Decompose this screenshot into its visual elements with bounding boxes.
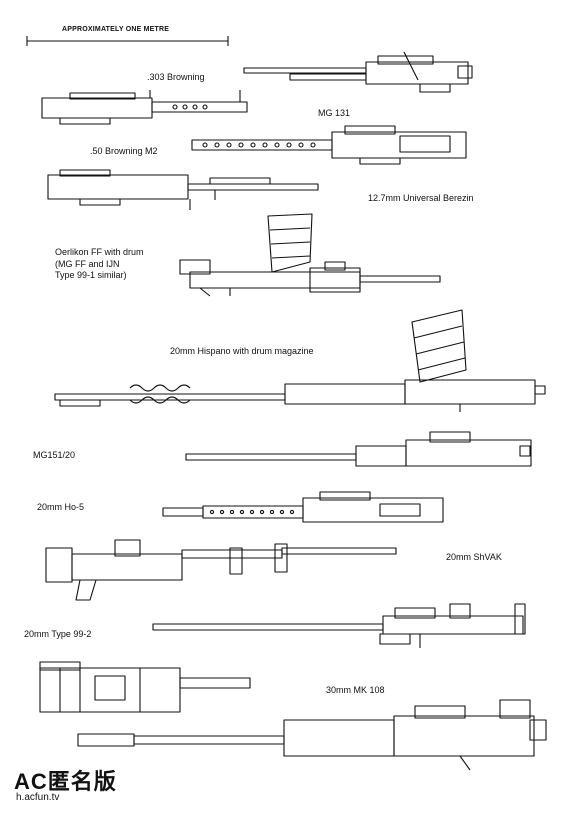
label-shvak: 20mm ShVAK	[446, 552, 502, 562]
scale-label: APPROXIMATELY ONE METRE	[62, 26, 170, 33]
303-browning-drawing	[41, 90, 248, 125]
label-oerlikon-note1: (MG FF and IJN	[55, 259, 120, 269]
label-mk108: 30mm MK 108	[326, 685, 385, 695]
label-type99-2: 20mm Type 99-2	[24, 629, 92, 639]
watermark-url: h.acfun.tv	[16, 792, 60, 803]
mg151-drawing	[185, 431, 532, 467]
mk108-upper-drawing	[39, 661, 251, 713]
mg131-drawing	[243, 51, 473, 93]
scale-bar	[26, 36, 229, 46]
label-303-browning: .303 Browning	[147, 72, 205, 82]
label-ho5: 20mm Ho-5	[37, 502, 85, 512]
ho5-drawing	[162, 491, 444, 523]
label-berezin: 12.7mm Universal Berezin	[368, 193, 474, 203]
oerlikon-ff-drawing	[179, 213, 441, 297]
label-hispano: 20mm Hispano with drum magazine	[170, 346, 314, 356]
label-mg131: MG 131	[318, 108, 351, 118]
label-oerlikon-note2: Type 99-1 similar)	[55, 270, 127, 280]
50-browning-drawing	[191, 125, 467, 165]
label-50-browning: .50 Browning M2	[90, 146, 158, 156]
berezin-drawing	[47, 169, 319, 210]
mk108-lower-drawing	[77, 699, 547, 771]
label-mg151: MG151/20	[33, 450, 76, 460]
shvak-drawing	[45, 539, 397, 601]
label-oerlikon: Oerlikon FF with drum	[55, 247, 144, 257]
watermark-logo: AC匿名版	[14, 769, 117, 794]
hispano-drawing	[54, 309, 546, 412]
type99-2-drawing	[152, 603, 526, 648]
